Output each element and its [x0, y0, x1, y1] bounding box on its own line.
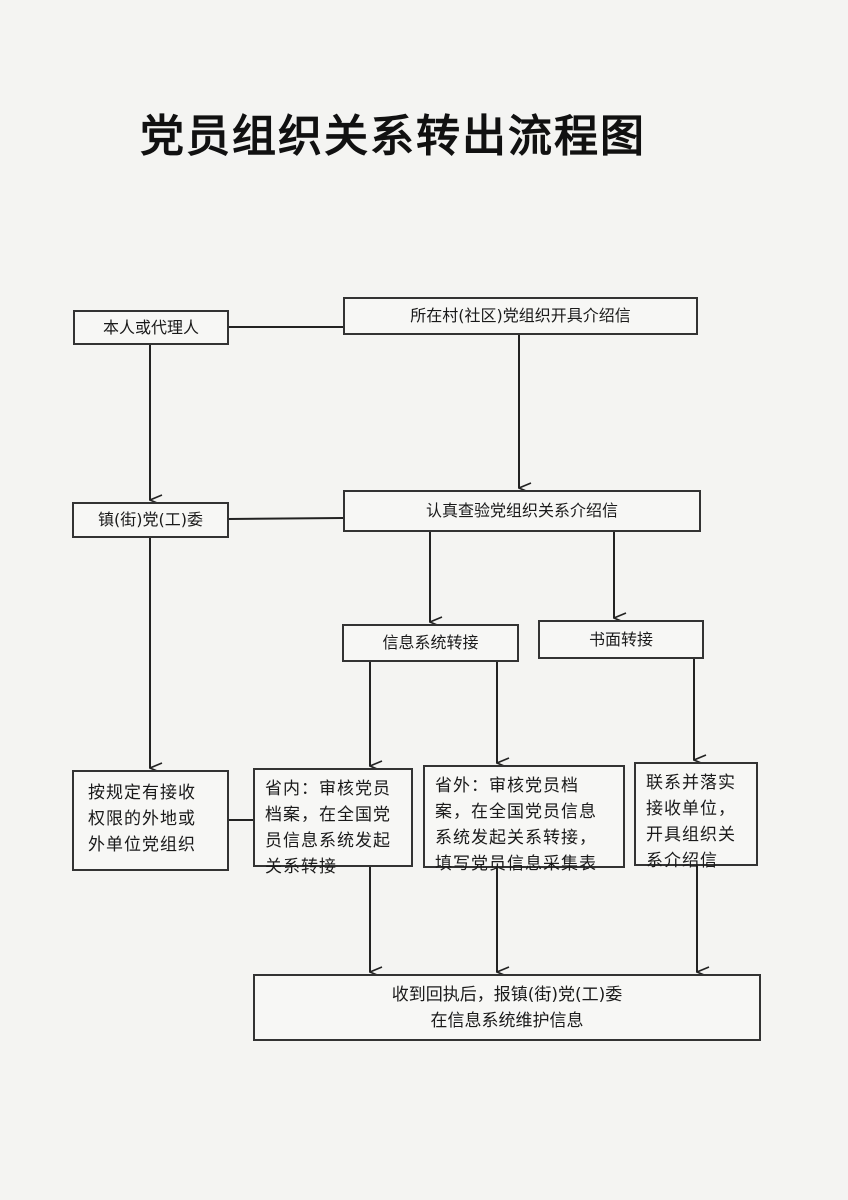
node-town-committee: 镇(街)党(工)委	[72, 502, 229, 538]
node-label: 省外：审核党员档案，在全国党员信息系统发起关系转接，填写党员信息采集表	[435, 776, 597, 874]
page-title: 党员组织关系转出流程图	[140, 111, 646, 162]
node-label: 省内：审核党员档案，在全国党员信息系统发起关系转接	[265, 779, 391, 877]
node-applicant: 本人或代理人	[73, 310, 229, 345]
node-label: 镇(街)党(工)委	[98, 510, 203, 529]
node-verify-letter: 认真查验党组织关系介绍信	[343, 490, 701, 532]
node-label: 本人或代理人	[102, 317, 199, 337]
node-out-province: 省外：审核党员档案，在全国党员信息系统发起关系转接，填写党员信息采集表	[423, 765, 625, 874]
node-label: 书面转接	[588, 629, 653, 649]
node-in-province: 省内：审核党员档案，在全国党员信息系统发起关系转接	[253, 768, 413, 877]
node-contact-unit: 联系并落实接收单位，开具组织关系介绍信	[634, 762, 758, 871]
node-info-system: 信息系统转接	[342, 624, 519, 662]
node-label: 联系并落实接收单位，开具组织关系介绍信	[646, 773, 736, 871]
node-village-letter: 所在村(社区)党组织开具介绍信	[343, 297, 698, 335]
node-final: 收到回执后，报镇(街)党(工)委 在信息系统维护信息	[253, 974, 761, 1041]
node-label: 按规定有接收权限的外地或外单位党组织	[88, 783, 196, 855]
node-label: 认真查验党组织关系介绍信	[425, 501, 618, 520]
node-paper-transfer: 书面转接	[538, 620, 704, 659]
node-label: 在信息系统维护信息	[430, 1010, 584, 1031]
node-label: 收到回执后，报镇(街)党(工)委	[391, 984, 623, 1005]
node-label: 信息系统转接	[382, 633, 479, 652]
node-label: 所在村(社区)党组织开具介绍信	[410, 306, 631, 325]
node-receiving-org: 按规定有接收权限的外地或外单位党组织	[72, 770, 229, 871]
connector-line	[227, 517, 344, 520]
